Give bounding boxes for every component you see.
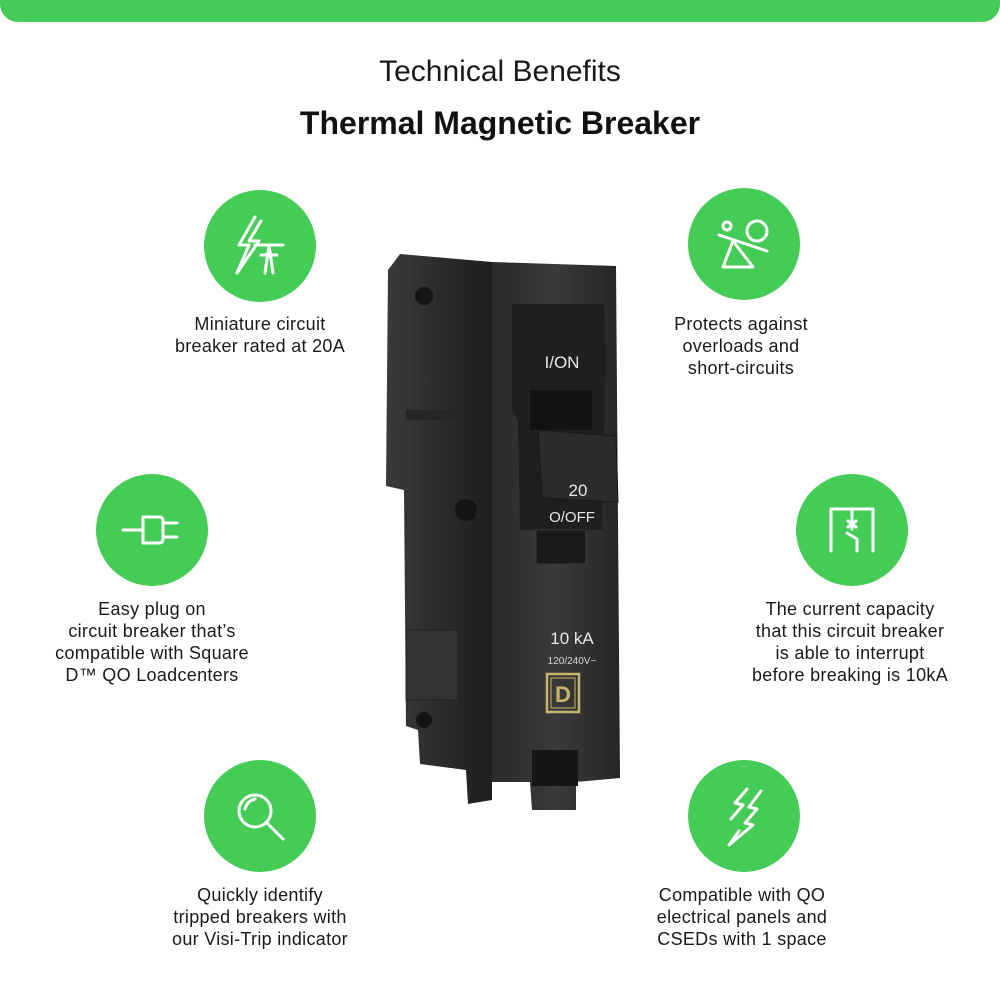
lightning-tower-icon — [235, 215, 285, 275]
page-title: Technical Benefits — [379, 55, 621, 88]
feature-icon-circle — [688, 760, 800, 872]
feature-caption: Quickly identify tripped breakers with o… — [172, 885, 348, 949]
feature-caption: Miniature circuit breaker rated at 20A — [174, 314, 346, 356]
breaker-off-label: O/OFF — [549, 509, 595, 526]
breaker-voltage-label: 120/240V~ — [548, 656, 597, 667]
feature-caption: Compatible with QO electrical panels and… — [656, 885, 828, 949]
feature-icon-circle — [96, 474, 208, 586]
breaker-interrupt-rating: 10 kA — [550, 629, 594, 648]
magnifier-icon — [237, 793, 285, 841]
breaker-logo-letter: D — [555, 682, 571, 707]
feature-icon-circle — [204, 760, 316, 872]
double-lightning-icon — [727, 787, 763, 847]
breaker-switch-icon — [829, 507, 875, 553]
seesaw-balance-icon — [717, 219, 769, 269]
feature-caption: The current capacity that this circuit b… — [751, 599, 948, 685]
feature-caption: Easy plug on circuit breaker that’s comp… — [55, 599, 249, 685]
feature-icon-circle — [796, 474, 908, 586]
feature-icon-circle — [688, 188, 800, 300]
circuit-breaker-image: I/ON 20 O/OFF 10 kA 120/240V~ D — [386, 254, 620, 810]
feature-caption: Protects against overloads and short-cir… — [674, 314, 808, 378]
top-accent-bar — [0, 0, 1000, 22]
breaker-rating-label: 20 — [569, 481, 588, 500]
page-subtitle: Thermal Magnetic Breaker — [299, 105, 701, 141]
plug-icon — [121, 515, 179, 545]
feature-icon-circle — [204, 190, 316, 302]
breaker-on-label: I/ON — [545, 353, 580, 372]
